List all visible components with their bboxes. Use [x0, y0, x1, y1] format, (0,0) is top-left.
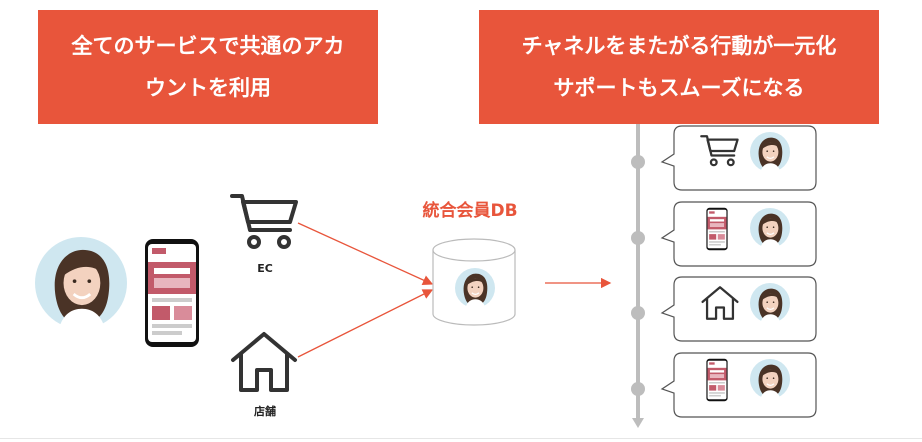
- headline-banner-right: チャネルをまたがる行動が一元化 サポートもスムーズになる: [479, 10, 879, 124]
- user-avatar: [35, 237, 127, 329]
- timeline-dot: [631, 231, 645, 245]
- timeline-event-app-2: [660, 352, 817, 418]
- store-house-icon: [231, 332, 297, 392]
- timeline-dot: [631, 306, 645, 320]
- phone-app-icon: [706, 207, 728, 251]
- headline-banner-left: 全てのサービスで共通のアカ ウントを利用: [38, 10, 378, 124]
- member-db-cylinder-icon: [432, 238, 516, 326]
- user-avatar-small: [750, 283, 790, 323]
- user-avatar-small: [750, 208, 790, 248]
- headline-left-line2: ウントを利用: [145, 76, 271, 100]
- member-app-phone-icon: [145, 239, 199, 347]
- timeline-dot: [631, 382, 645, 396]
- headline-right-line1: チャネルをまたがる行動が一元化: [521, 34, 837, 58]
- store-label: 店舗: [254, 405, 276, 418]
- divider: [0, 438, 922, 439]
- member-db-title: 統合会員DB: [422, 201, 518, 221]
- timeline-arrowhead: [632, 418, 644, 428]
- phone-app-icon: [706, 358, 728, 402]
- headline-right-line2: サポートもスムーズになる: [553, 76, 805, 100]
- ec-label: EC: [257, 262, 273, 275]
- timeline-event-app: [660, 201, 817, 267]
- ec-cart-icon: [230, 194, 298, 249]
- arrow-store-to-db: [297, 289, 434, 358]
- user-avatar-small: [750, 132, 790, 172]
- timeline-event-store: [660, 276, 817, 342]
- headline-left-line1: 全てのサービスで共通のアカ: [71, 34, 345, 58]
- timeline-event-ec: [660, 125, 817, 191]
- arrow-ec-to-db: [297, 222, 434, 285]
- timeline-dot: [631, 155, 645, 169]
- user-avatar-small: [750, 359, 790, 399]
